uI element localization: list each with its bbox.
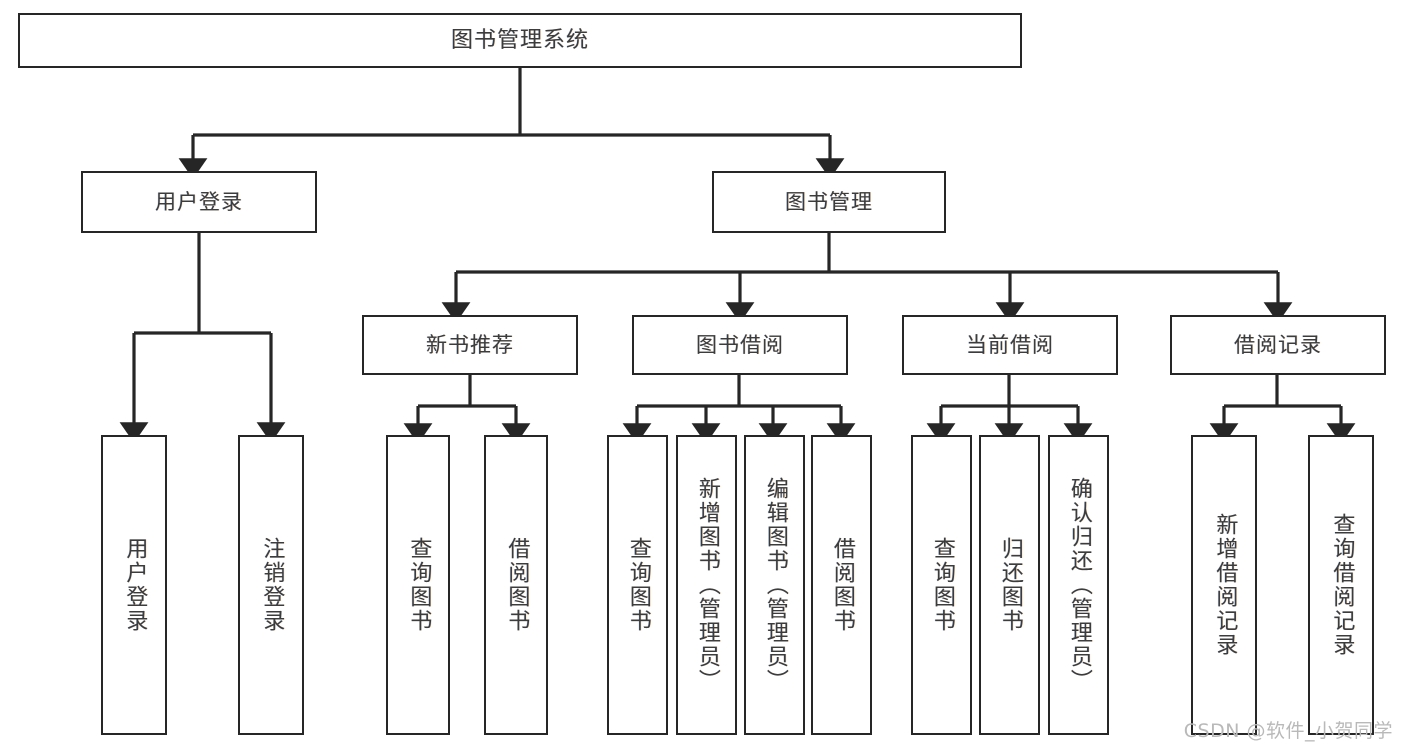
leaf-new-book-borrow-book[interactable]: 借阅图书: [484, 435, 548, 735]
node-new-book-recommend[interactable]: 新书推荐: [362, 315, 578, 375]
node-user-login[interactable]: 用户登录: [81, 171, 317, 233]
csdn-watermark: CSDN @软件_小贺同学: [1183, 720, 1393, 742]
leaf-record-add-borrow-record[interactable]: 新增借阅记录: [1191, 435, 1257, 735]
node-label: 查询借阅记录: [1329, 513, 1355, 657]
leaf-current-confirm-return-admin[interactable]: 确认归还（管理员）: [1048, 435, 1109, 735]
leaf-borrow-edit-book-admin[interactable]: 编辑图书（管理员）: [744, 435, 805, 735]
node-label: 借阅图书: [504, 537, 530, 633]
leaf-borrow-add-book-admin[interactable]: 新增图书（管理员）: [676, 435, 737, 735]
node-label: 新增借阅记录: [1212, 513, 1238, 657]
node-label: 新增图书（管理员）: [694, 477, 720, 693]
node-label: 查询图书: [625, 537, 651, 633]
node-label: 图书管理系统: [450, 27, 589, 53]
node-label: 查询图书: [929, 537, 955, 633]
leaf-borrow-borrow-book[interactable]: 借阅图书: [811, 435, 872, 735]
leaf-borrow-query-book[interactable]: 查询图书: [607, 435, 668, 735]
leaf-current-return-book[interactable]: 归还图书: [979, 435, 1040, 735]
node-label: 借阅图书: [829, 537, 855, 633]
node-book-management[interactable]: 图书管理: [712, 171, 946, 233]
node-label: 查询图书: [406, 537, 432, 633]
node-label: 新书推荐: [426, 332, 514, 357]
node-label: 归还图书: [997, 537, 1023, 633]
node-borrow-record[interactable]: 借阅记录: [1170, 315, 1386, 375]
leaf-record-query-borrow-record[interactable]: 查询借阅记录: [1308, 435, 1374, 735]
leaf-current-query-book[interactable]: 查询图书: [911, 435, 972, 735]
node-label: 用户登录: [155, 189, 243, 214]
node-label: 当前借阅: [966, 332, 1054, 357]
node-label: 注销登录: [259, 537, 285, 633]
node-label: 图书管理: [785, 189, 873, 214]
node-label: 用户登录: [122, 537, 148, 633]
node-label: 确认归还（管理员）: [1066, 477, 1092, 693]
node-label: 编辑图书（管理员）: [762, 477, 788, 693]
node-root-book-management-system[interactable]: 图书管理系统: [18, 13, 1022, 68]
leaf-user-login-logout[interactable]: 注销登录: [238, 435, 304, 735]
node-current-borrow[interactable]: 当前借阅: [902, 315, 1118, 375]
node-book-borrow[interactable]: 图书借阅: [632, 315, 848, 375]
node-label: 图书借阅: [696, 332, 784, 357]
leaf-new-book-query-book[interactable]: 查询图书: [386, 435, 450, 735]
node-label: 借阅记录: [1234, 332, 1322, 357]
leaf-user-login-login[interactable]: 用户登录: [101, 435, 167, 735]
